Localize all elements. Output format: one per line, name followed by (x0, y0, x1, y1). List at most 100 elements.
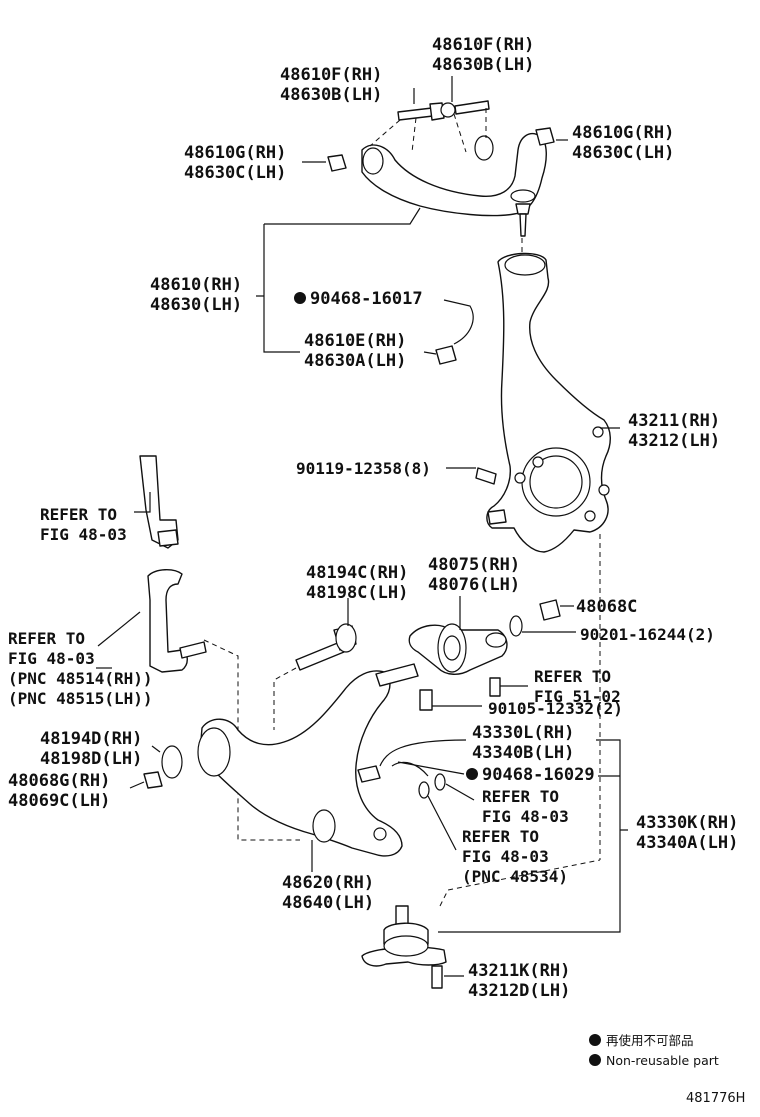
label-90468-16017: 90468-16017 (310, 289, 423, 309)
non-reusable-marker (466, 768, 478, 780)
label-43330l-rh: 43330L(RH) (472, 723, 574, 743)
bracket-bolt-hole (485, 632, 507, 648)
label-48630b-lh-left: 48630B(LH) (280, 85, 382, 105)
hub-bolt-hole (514, 472, 526, 484)
nut-48610f-top (440, 102, 456, 118)
label-pnc-48514: (PNC 48514(RH)) (8, 669, 153, 688)
label-43212d-lh: 43212D(LH) (468, 981, 570, 1001)
label-refer-to-d: REFER TO (462, 827, 539, 846)
steering-knuckle-group (446, 238, 611, 860)
legend-text-cn: 再使用不可部品 (606, 1033, 694, 1048)
bolt-head-48610f-left (429, 102, 445, 121)
hub-bolt-hole (532, 456, 544, 468)
label-48194c-rh: 48194C(RH) (306, 563, 408, 583)
leader-refer-fig-48-03-d (427, 795, 457, 851)
legend-marker-cn (589, 1034, 601, 1046)
leader-43330k-bracket (438, 739, 628, 933)
upper-ball-joint (515, 203, 531, 215)
label-48610g-rh-left: 48610G(RH) (184, 143, 286, 163)
knuckle-steering-arm (487, 509, 507, 525)
label-refer-to-b: REFER TO (8, 629, 85, 648)
cam-washer-48194c (335, 623, 357, 653)
label-fig-48-03-b: FIG 48-03 (8, 649, 95, 668)
leader-90468-16029 (397, 761, 465, 775)
label-48640-lh: 48640(LH) (282, 893, 374, 913)
lower-arm-rear-bushing (312, 809, 336, 843)
label-43212-lh: 43212(LH) (628, 431, 720, 451)
label-48069c-lh: 48069C(LH) (8, 791, 110, 811)
label-48610f-rh-left: 48610F(RH) (280, 65, 382, 85)
label-48630a-lh: 48630A(LH) (304, 351, 406, 371)
nut-48610g-left (327, 154, 347, 172)
label-48610f-rh-top: 48610F(RH) (432, 35, 534, 55)
bolt-90105 (419, 689, 433, 711)
non-reusable-marker (294, 292, 306, 304)
legend-marker-en (589, 1054, 601, 1066)
label-48630-lh: 48630(LH) (150, 295, 242, 315)
label-48068c: 48068C (576, 597, 637, 617)
cam-washer-48194d (161, 745, 183, 779)
legend-text-en: Non-reusable part (606, 1053, 719, 1068)
label-refer-to-a: REFER TO (40, 505, 117, 524)
stabilizer-link-bolt (179, 641, 207, 659)
washer-refer-fig-48-03-c (418, 781, 430, 799)
label-90468-16029: 90468-16029 (482, 765, 595, 785)
washer-90201 (509, 615, 523, 637)
label-43340b-lh: 43340B(LH) (472, 743, 574, 763)
label-refer-to-c: REFER TO (482, 787, 559, 806)
label-90119-12358: 90119-12358(8) (296, 459, 431, 478)
nut-48068c (539, 599, 561, 621)
label-fig-48-03-c: FIG 48-03 (482, 807, 569, 826)
label-48075-rh: 48075(RH) (428, 555, 520, 575)
upper-ball-stud (519, 213, 527, 237)
lower-control-arm (199, 670, 403, 857)
hub-bolt-hole (584, 510, 596, 522)
stabilizer-link-bracket (147, 569, 188, 673)
shock-absorber-mount (157, 529, 179, 547)
label-48068g-rh: 48068G(RH) (8, 771, 110, 791)
upper-control-arm (361, 132, 547, 217)
label-48610-rh: 48610(RH) (150, 275, 242, 295)
hub-bore-inner (529, 455, 583, 509)
washer-refer-fig-48-03-d (434, 773, 446, 791)
figure-number: 481776H (686, 1091, 745, 1106)
legend: 再使用不可部品 Non-reusable part (589, 1033, 719, 1068)
label-fig-48-03-a: FIG 48-03 (40, 525, 127, 544)
bolt-48610f-top (454, 100, 490, 115)
label-43330k-rh: 43330K(RH) (636, 813, 738, 833)
balljoint-alignment-line (439, 859, 601, 907)
lower-arm-group (143, 599, 601, 989)
leader-refer-fig-48-03-a (134, 492, 151, 513)
leader-48610e (423, 351, 437, 355)
label-48630c-lh-left: 48630C(LH) (184, 163, 286, 183)
label-48610g-rh-right: 48610G(RH) (572, 123, 674, 143)
lower-arm-ball-joint-hole (373, 827, 387, 841)
bolt-lower-arm-rear (375, 663, 419, 687)
nut-48610e (435, 345, 457, 365)
nut-48610g-right (535, 127, 555, 146)
upper-ball-joint-housing (510, 189, 536, 203)
label-48620-rh: 48620(RH) (282, 873, 374, 893)
label-fig-51-02: FIG 51-02 (534, 687, 621, 706)
label-90201-16244: 90201-16244(2) (580, 625, 715, 644)
upper-arm-front-bushing (362, 147, 384, 175)
leader-48194d (151, 745, 161, 753)
hub-bolt-hole (598, 484, 610, 496)
leader-43330l (379, 739, 467, 767)
label-pnc-48534: (PNC 48534) (462, 867, 568, 886)
label-48076-lh: 48076(LH) (428, 575, 520, 595)
bolt-refer-fig-51-02 (489, 677, 501, 697)
knuckle-upper-boss (504, 254, 546, 276)
label-43211-rh: 43211(RH) (628, 411, 720, 431)
upper-arm-group (327, 100, 555, 365)
upper-arm-rear-bushing (474, 135, 494, 161)
lower-ball-joint-seat (383, 935, 429, 957)
label-48198c-lh: 48198C(LH) (306, 583, 408, 603)
hub-bolt-hole (592, 426, 604, 438)
leader-refer-fig-48-03-c (445, 783, 475, 801)
label-48194d-rh: 48194D(RH) (40, 729, 142, 749)
bracket-bushing-inner (443, 635, 461, 661)
label-43211k-rh: 43211K(RH) (468, 961, 570, 981)
